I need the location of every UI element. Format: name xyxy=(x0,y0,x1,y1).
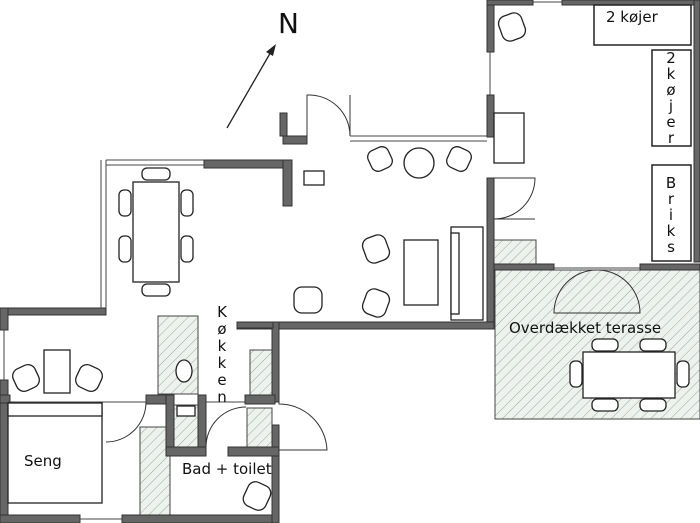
door-right-wing xyxy=(493,177,536,220)
svg-text:ø: ø xyxy=(217,320,226,338)
coffee-table xyxy=(403,239,439,306)
terrace-table xyxy=(582,351,676,399)
door-terrace-left xyxy=(553,269,598,314)
kitchen-label: K ø k k e n xyxy=(217,303,228,406)
armchair-top-right xyxy=(497,12,527,42)
svg-text:K: K xyxy=(217,303,228,321)
stove xyxy=(303,170,325,186)
svg-text:e: e xyxy=(217,371,226,389)
svg-text:k: k xyxy=(218,354,227,372)
svg-text:B: B xyxy=(666,174,676,192)
svg-text:r: r xyxy=(668,129,675,147)
svg-text:j: j xyxy=(668,97,673,115)
svg-text:s: s xyxy=(667,238,675,256)
north-label: N xyxy=(278,7,299,40)
door-terrace-right xyxy=(596,269,641,314)
svg-text:r: r xyxy=(668,190,675,208)
door-bath xyxy=(278,402,328,451)
svg-text:2: 2 xyxy=(666,49,676,67)
bed xyxy=(7,402,103,504)
nightstand xyxy=(43,349,71,394)
bunks-top-label: 2 køjer xyxy=(606,8,659,26)
svg-text:i: i xyxy=(669,206,673,224)
cabinet-left xyxy=(139,426,171,516)
kitchen-sink xyxy=(175,359,193,383)
door-bedroom xyxy=(105,401,147,443)
kitchen-counter-right xyxy=(249,349,273,397)
terrace-label: Overdækket terasse xyxy=(509,319,661,337)
svg-text:e: e xyxy=(666,113,675,131)
round-table xyxy=(403,147,435,179)
cabinet-right xyxy=(246,407,273,449)
svg-text:k: k xyxy=(667,65,676,83)
dining-table xyxy=(132,181,180,283)
bed-label: Seng xyxy=(24,452,62,470)
door-entry xyxy=(306,94,351,137)
furniture xyxy=(7,12,690,511)
svg-text:ø: ø xyxy=(666,81,675,99)
door-kitchen xyxy=(205,406,247,448)
svg-text:n: n xyxy=(217,388,227,406)
svg-text:k: k xyxy=(667,222,676,240)
briks-label: B r i k s xyxy=(666,174,676,256)
svg-text:k: k xyxy=(218,337,227,355)
doors xyxy=(105,94,641,451)
bunks xyxy=(593,4,692,262)
step-area xyxy=(493,239,537,265)
bunks-side-label: 2 k ø j e r xyxy=(666,49,676,147)
north-arrow: N xyxy=(226,7,299,129)
kitchen-counter xyxy=(157,315,199,395)
toilet xyxy=(242,481,272,511)
bath-label: Bad + toilet xyxy=(182,460,272,478)
desk xyxy=(493,112,525,164)
